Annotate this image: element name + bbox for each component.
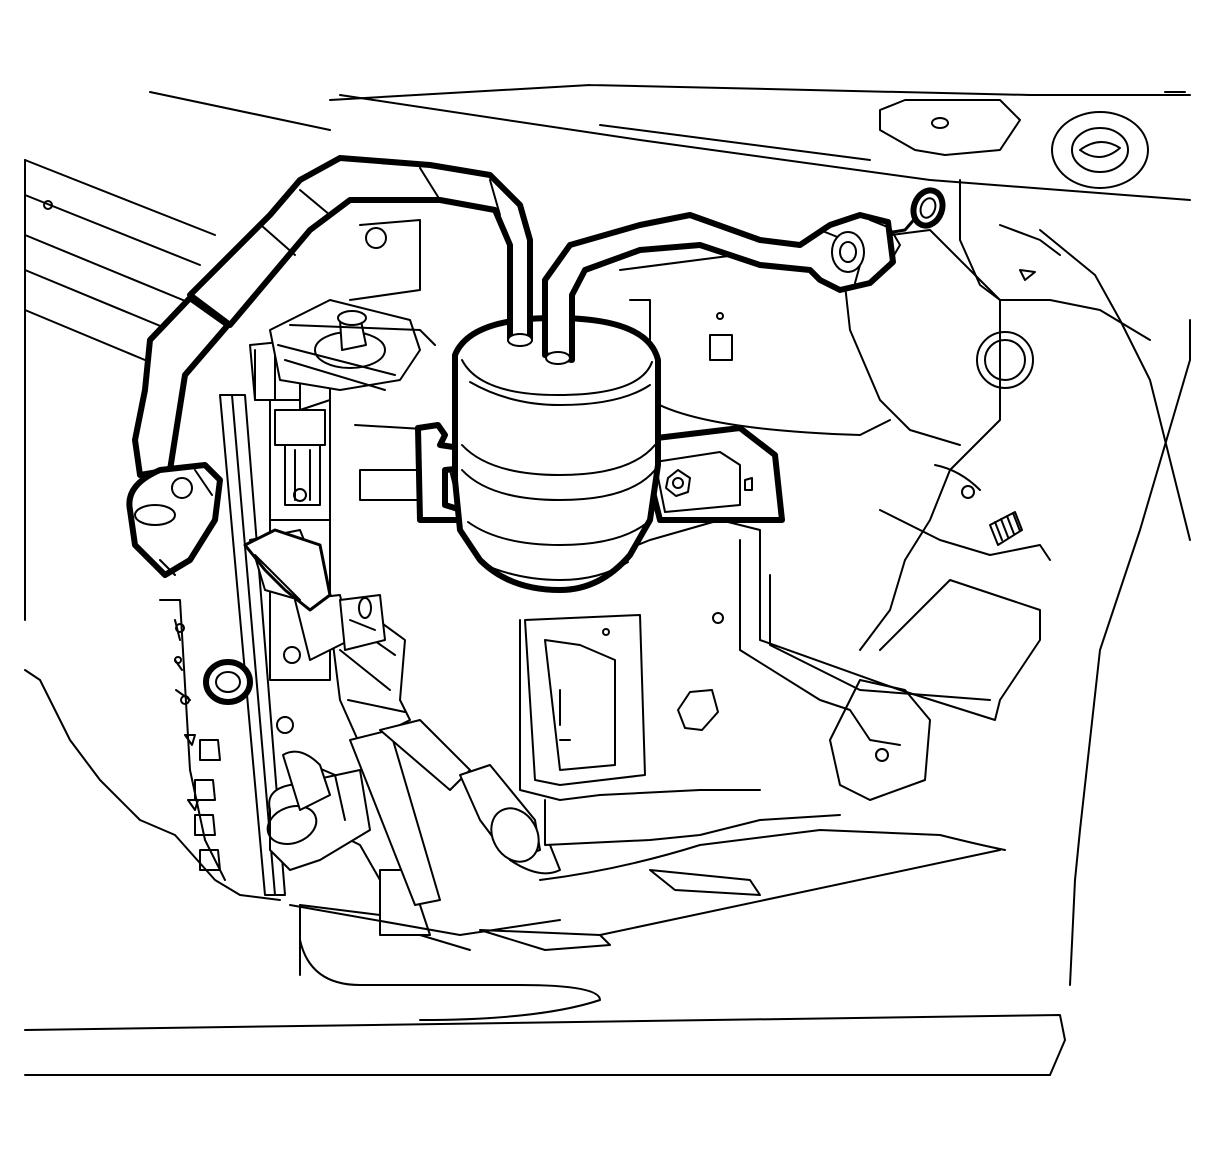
o-ring-seal-lower [203,659,253,705]
engine-hose [243,528,332,612]
o-ring-seal-upper [910,187,946,229]
threaded-mounting-stud [989,511,1023,546]
accumulator-outlet-pipe [542,212,920,365]
accumulator-mounting-bracket [415,422,785,523]
accumulator-inlet-pipe [126,155,533,578]
canister-mount-boss [269,299,436,391]
